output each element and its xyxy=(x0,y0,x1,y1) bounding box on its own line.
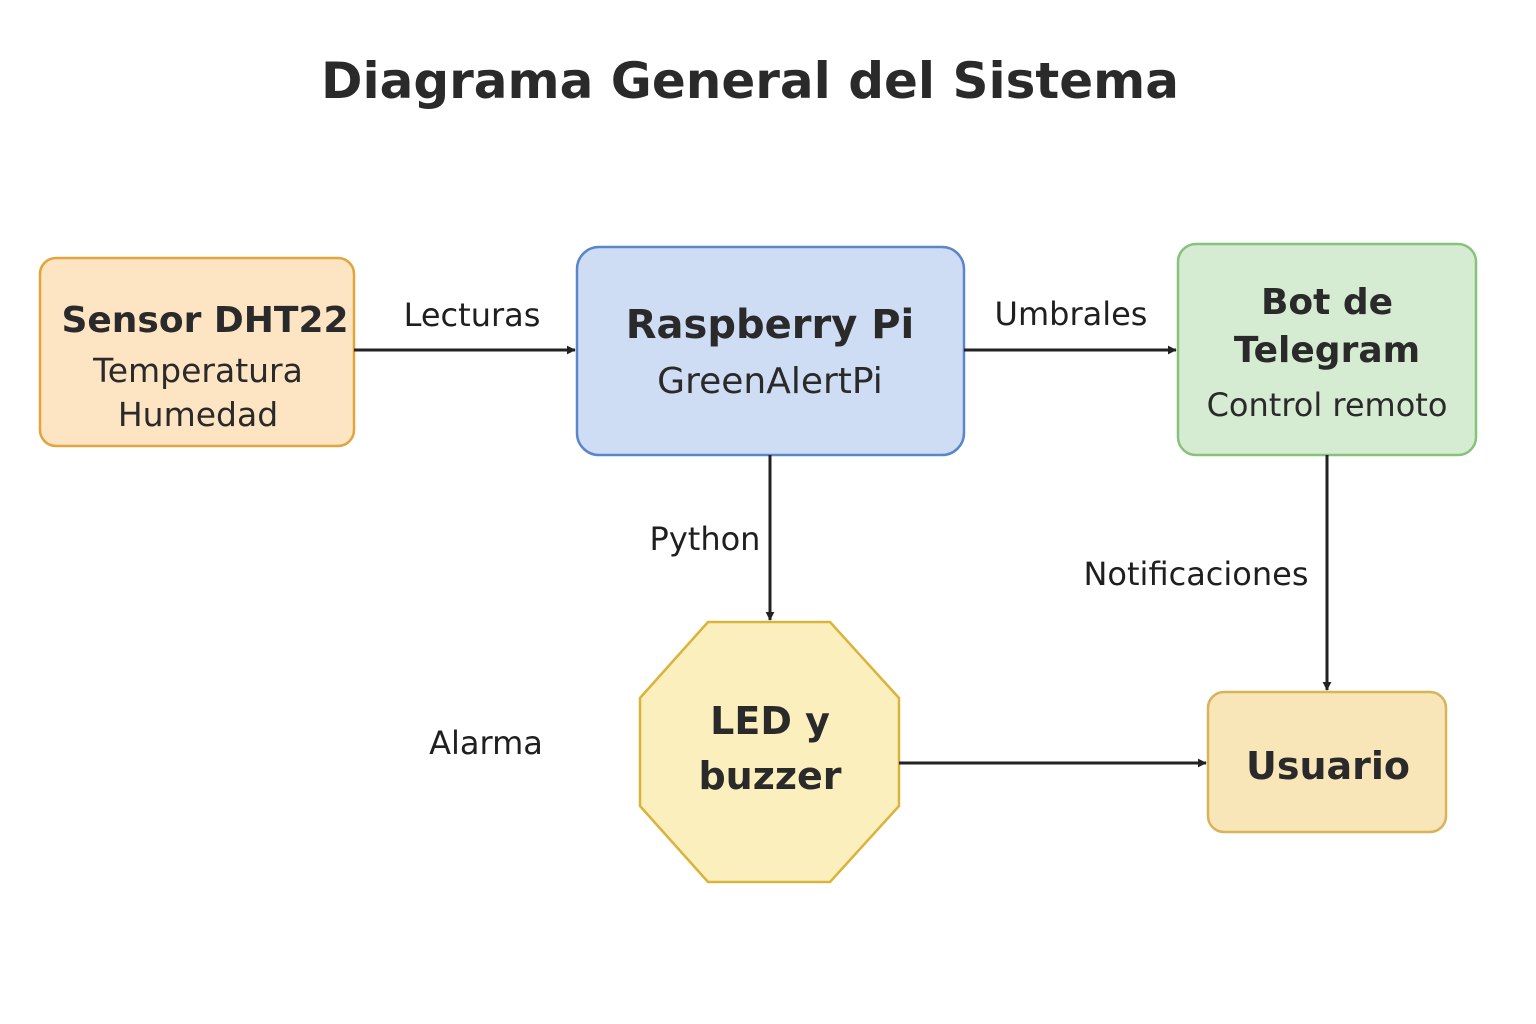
edge-label-alarma: Alarma xyxy=(429,724,543,762)
node-led: LED y buzzer xyxy=(638,620,901,884)
node-telegram-subtitle: Control remoto xyxy=(1207,386,1448,424)
edge-label-python: Python xyxy=(650,520,761,558)
node-raspberry-subtitle: GreenAlertPi xyxy=(657,361,883,402)
edge-label-umbrales: Umbrales xyxy=(995,295,1148,333)
edge-label-lecturas: Lecturas xyxy=(404,296,541,334)
node-sensor-line-1: Temperatura xyxy=(92,351,303,390)
node-sensor-line-2: Humedad xyxy=(118,395,278,434)
node-telegram-title-1: Bot de xyxy=(1261,282,1393,323)
node-usuario: Usuario xyxy=(1206,690,1448,834)
diagram-title: Diagrama General del Sistema xyxy=(321,52,1179,110)
node-led-title-1: LED y xyxy=(710,699,830,743)
node-led-octagon xyxy=(638,620,901,884)
node-telegram-title-2: Telegram xyxy=(1234,330,1420,371)
node-raspberry-title: Raspberry Pi xyxy=(626,302,914,348)
node-usuario-box xyxy=(1206,690,1448,834)
node-raspberry: Raspberry Pi GreenAlertPi xyxy=(575,245,966,457)
edge-label-notificaciones: Notificaciones xyxy=(1083,555,1308,593)
node-sensor-box xyxy=(38,256,356,448)
node-raspberry-box xyxy=(575,245,966,457)
node-usuario-title: Usuario xyxy=(1246,744,1410,788)
node-sensor: Sensor DHT22 Temperatura Humedad xyxy=(38,256,356,448)
node-led-title-2: buzzer xyxy=(698,754,841,798)
node-sensor-title: Sensor DHT22 xyxy=(61,300,348,341)
node-telegram: Bot de Telegram Control remoto xyxy=(1176,242,1478,457)
